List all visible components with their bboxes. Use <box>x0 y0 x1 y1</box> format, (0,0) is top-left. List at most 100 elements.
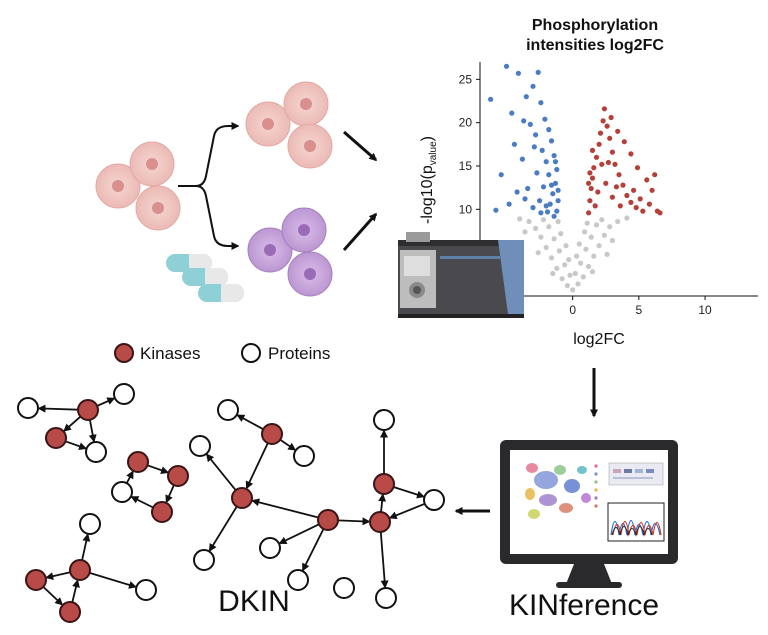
data-point-ns <box>563 243 569 249</box>
data-point-up <box>628 199 634 205</box>
control-cell <box>135 185 181 231</box>
network-edge <box>236 414 264 430</box>
data-point-up <box>657 210 663 216</box>
data-point-up <box>646 201 653 207</box>
data-point-ns <box>562 262 568 268</box>
plot-points <box>488 63 663 293</box>
data-point-down <box>552 159 559 165</box>
network-edge <box>337 517 371 526</box>
data-point-up <box>628 151 634 157</box>
data-point-down <box>548 138 555 144</box>
data-point-up <box>616 172 622 178</box>
protein-node <box>135 579 157 601</box>
data-point-down <box>550 191 556 197</box>
data-point-ns <box>582 229 588 235</box>
data-point-ns <box>517 216 523 222</box>
data-point-ns <box>564 283 571 289</box>
network-edge <box>279 438 297 451</box>
data-point-ns <box>540 217 547 223</box>
data-point-ns <box>535 250 541 256</box>
data-point-down <box>519 156 526 162</box>
data-point-down <box>498 172 504 178</box>
network-edge <box>45 571 71 581</box>
data-point-down <box>552 180 559 186</box>
protein-node <box>333 577 355 599</box>
data-point-down <box>546 172 552 178</box>
kinase-node <box>45 427 67 449</box>
network-edge <box>245 442 269 490</box>
kinase-node <box>25 569 47 591</box>
data-point-ns <box>574 253 580 259</box>
dkin-label: DKIN <box>218 585 290 618</box>
data-point-up <box>597 130 604 136</box>
data-point-down <box>531 144 537 150</box>
data-point-ns <box>576 241 582 247</box>
umap-plot-thumbnail <box>525 463 598 519</box>
network-edge <box>251 498 319 519</box>
network-edge <box>63 415 82 432</box>
data-point-up <box>613 184 620 190</box>
data-point-up <box>588 185 594 192</box>
network-edge <box>379 531 389 589</box>
kinase-node <box>317 509 339 531</box>
plot-axes: -5051025201510 <box>459 62 758 317</box>
kinase-node <box>167 465 189 487</box>
data-point-up <box>592 203 598 209</box>
network-edge <box>278 523 320 545</box>
network-edge <box>37 404 79 413</box>
data-point-down <box>554 166 560 173</box>
data-point-ns <box>586 263 592 270</box>
data-point-ns <box>556 248 563 254</box>
data-point-down <box>522 196 528 202</box>
y-tick-label: 15 <box>459 159 473 173</box>
data-point-ns <box>593 222 600 228</box>
data-point-up <box>589 175 596 181</box>
data-point-down <box>555 187 561 193</box>
data-point-ns <box>601 232 608 238</box>
data-point-down <box>538 210 544 216</box>
y-axis-label: -log10(pvalue) <box>419 136 439 224</box>
data-point-ns <box>566 257 572 263</box>
network-edge <box>393 486 425 499</box>
protein-node <box>193 549 215 571</box>
data-point-up <box>587 170 593 176</box>
data-point-ns <box>583 246 589 252</box>
control-cell <box>287 123 333 169</box>
data-point-down <box>488 96 494 102</box>
protein-node <box>373 409 395 431</box>
y-tick-label: 10 <box>459 202 473 216</box>
data-point-down <box>542 116 548 122</box>
kinase-node <box>373 473 395 495</box>
y-tick-label: 25 <box>459 72 473 86</box>
data-point-up <box>586 210 592 216</box>
data-point-down <box>535 69 541 75</box>
network-edge <box>81 533 91 561</box>
kinase-node <box>151 501 173 523</box>
data-point-ns <box>559 276 565 282</box>
x-tick-label: 0 <box>569 303 576 317</box>
legend-protein-swatch <box>241 343 261 363</box>
data-point-down <box>543 159 549 165</box>
data-point-up <box>620 182 626 188</box>
network-edge <box>125 470 134 484</box>
network-edge <box>208 506 238 552</box>
data-point-ns <box>584 220 590 226</box>
data-point-down <box>538 100 544 106</box>
data-point-ns <box>591 253 597 259</box>
x-tick-label: 5 <box>636 303 643 317</box>
gel-thumbnail <box>608 462 664 486</box>
network-edge <box>165 484 175 504</box>
data-point-up <box>604 123 610 129</box>
protein-node <box>287 569 309 591</box>
data-point-up <box>603 180 609 186</box>
data-point-up <box>605 159 612 166</box>
chart-title-line1: Phosphorylation <box>532 17 658 34</box>
data-point-ns <box>558 231 564 237</box>
chart-title-line2: intensities log2FC <box>526 37 664 54</box>
data-point-up <box>599 161 605 167</box>
treated-cells <box>247 207 333 297</box>
data-point-ns <box>567 272 573 278</box>
data-point-up <box>608 114 614 121</box>
kinase-node <box>59 601 81 623</box>
y-tick-label: 20 <box>459 116 473 130</box>
